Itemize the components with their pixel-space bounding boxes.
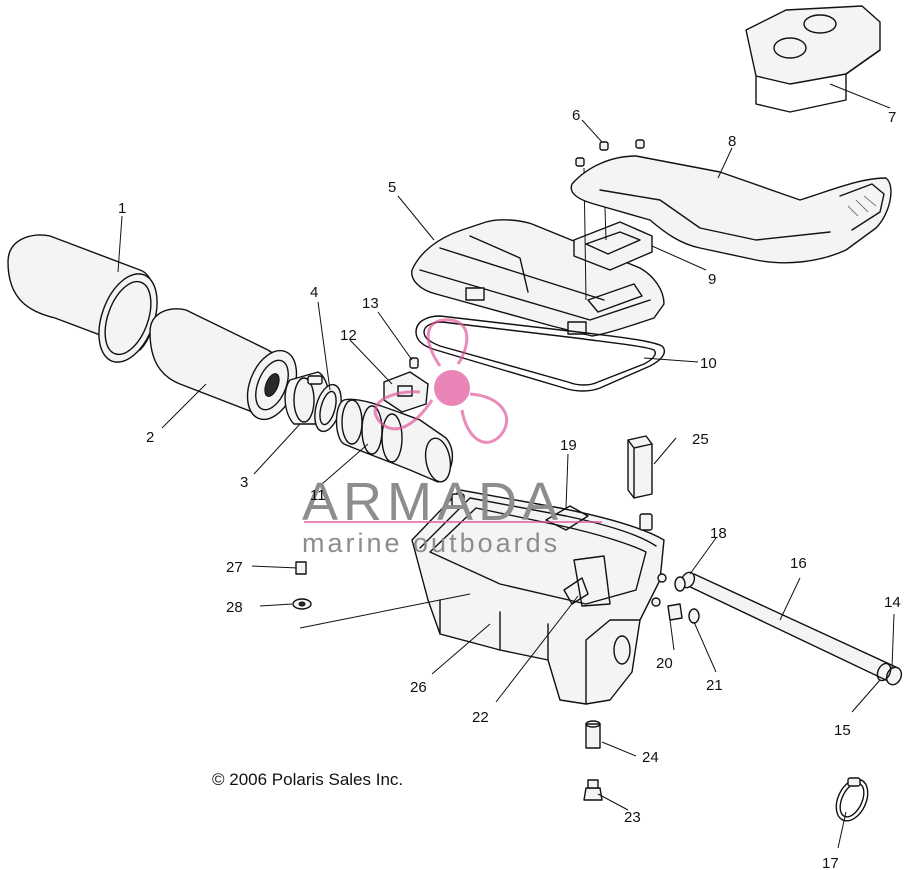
part-10-cover-gasket [415,315,666,392]
part-15-tube-clamp [876,662,892,682]
part-7-foam-block [745,5,881,113]
callout-4: 4 [310,284,318,301]
part-22-retainer [563,577,589,605]
callout-3: 3 [240,474,248,491]
part-1-prefilter-sleeve [7,234,158,363]
callout-20: 20 [656,655,673,672]
part-24-drain-hose [585,720,601,749]
watermark-logo-mark [373,318,509,444]
callout-12: 12 [340,327,357,344]
part-16-drain-tube [680,571,899,683]
callout-13: 13 [362,295,379,312]
part-26-airbox-base [411,489,667,705]
part-17-hose-clamp [835,777,869,822]
part-21-grommet [688,608,700,624]
callout-6: 6 [572,107,580,124]
callout-11: 11 [310,487,326,504]
callout-21: 21 [706,677,723,694]
part-27-screw [251,561,307,575]
callout-labels: 1 2 3 4 5 6 7 8 9 10 11 12 13 14 15 16 1… [118,107,901,870]
part-11-intake-boot [335,398,454,483]
part-8-inlet-duct [570,155,892,264]
part-25-plug [627,435,653,499]
callout-23: 23 [624,809,641,826]
callout-5: 5 [388,179,396,196]
callout-27: 27 [226,559,243,576]
callout-26: 26 [410,679,427,696]
part-13-screw [409,357,419,369]
callout-16: 16 [790,555,807,572]
callout-24: 24 [642,749,659,766]
leader-lines [117,83,895,849]
watermark-dot [434,370,470,406]
callout-28: 28 [226,599,243,616]
part-23-drain-plug [583,779,603,801]
callout-1: 1 [118,200,126,217]
part-2-air-filter [149,308,298,421]
watermark-swirl [373,318,509,444]
part-28-washer [292,598,312,610]
callout-8: 8 [728,133,736,150]
callout-19: 19 [560,437,577,454]
callout-22: 22 [472,709,489,726]
watermark-text-group: ARMADA marine outboards [302,472,602,558]
part-4-clamp [307,375,342,433]
watermark-tagline: marine outboards [302,528,560,558]
part-18-tube-fitting [674,576,686,592]
callout-2: 2 [146,429,154,446]
callout-18: 18 [710,525,727,542]
callout-14: 14 [884,594,901,611]
callout-17: 17 [822,855,839,870]
callout-9: 9 [708,271,716,288]
callout-15: 15 [834,722,851,739]
part-20-grommet [667,603,683,621]
callout-25: 25 [692,431,709,448]
part-19-baffle [545,505,589,531]
callout-7: 7 [888,109,896,126]
callout-10: 10 [700,355,717,372]
copyright-notice: © 2006 Polaris Sales Inc. [212,770,403,789]
part-5-airbox-cover [411,219,665,337]
